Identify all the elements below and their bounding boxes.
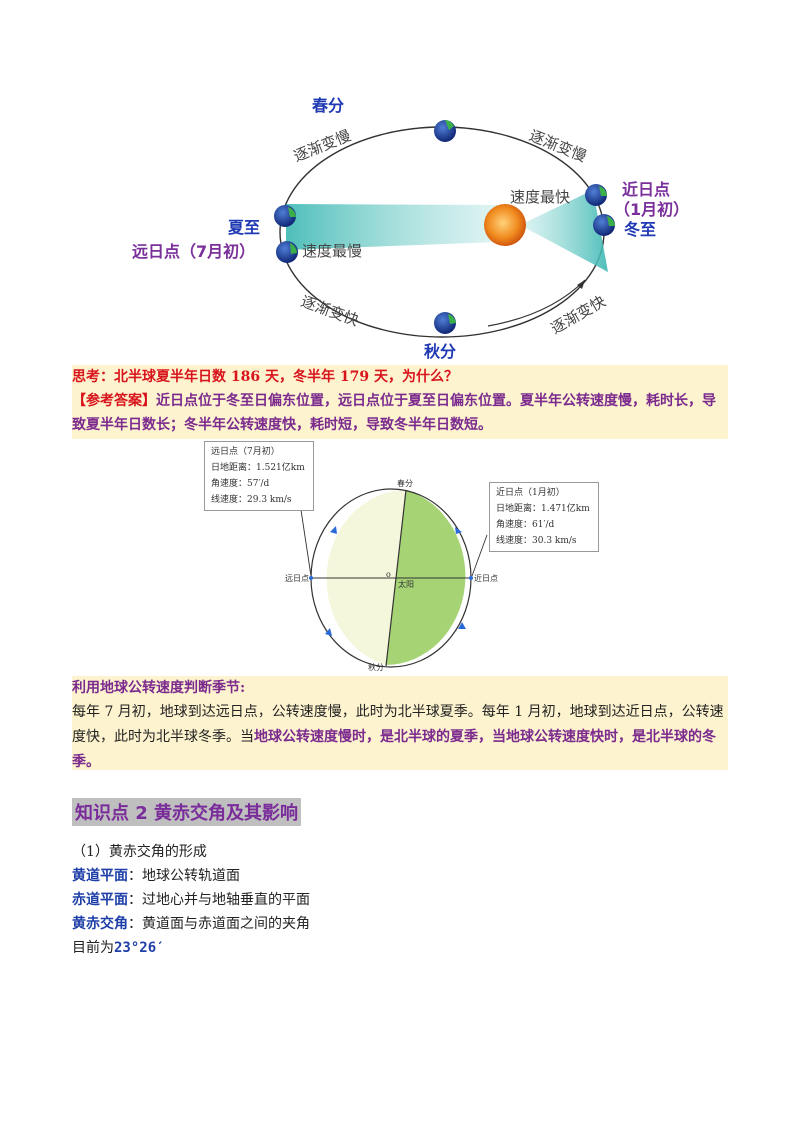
season-box: 利用地球公转速度判断季节: 每年 7 月初，地球到达远日点，公转速度慢，此时为北…	[72, 676, 728, 770]
half-right	[386, 490, 466, 665]
answer-label: 【参考答案】	[72, 393, 156, 409]
label-fastest: 速度最快	[510, 188, 571, 206]
perihelion-distance: 日地距离：1.471亿km	[496, 504, 590, 514]
earth-summer	[274, 205, 296, 227]
label-perihelion-date: （1月初）	[614, 200, 690, 219]
label-slowest: 速度最慢	[302, 242, 363, 260]
aphelion-info: 远日点（7月初） 日地距离：1.521亿km 角速度：57′/d 线速度：29.…	[204, 441, 314, 511]
season-line-1: 每年 7 月初，地球到达远日点，公转速度慢，此时为北半球夏季。每年 1 月初，地…	[72, 704, 724, 720]
current-value: 23°26′	[114, 940, 165, 956]
orbit-diagram: 春分 夏至 远日点（7月初） 近日点 （1月初） 冬至 秋分 速度最快 速度最慢…	[120, 90, 700, 361]
earth-perihelion	[585, 184, 607, 206]
def-obliquity: 黄赤交角：黄道面与赤道面之间的夹角	[72, 914, 310, 934]
earth-winter	[593, 214, 615, 236]
fast-sector	[520, 190, 608, 272]
def-equator-text: ：过地心并与地轴垂直的平面	[128, 892, 310, 908]
label-autumn: 秋分	[424, 342, 457, 361]
current-prefix: 目前为	[72, 940, 114, 956]
orbit-svg	[274, 120, 615, 338]
term-equator: 赤道平面	[72, 892, 128, 908]
term-obliquity: 黄赤交角	[72, 916, 128, 932]
label-spring: 春分	[312, 96, 345, 115]
term-ecliptic: 黄道平面	[72, 868, 128, 884]
current-value-line: 目前为23°26′	[72, 938, 165, 958]
answer-line-2: 致夏半年日数长；冬半年公转速度快，耗时短，导致冬半年日数短。	[72, 417, 492, 433]
perihelion-angular: 角速度：61′/d	[496, 520, 555, 530]
speed-svg	[300, 488, 488, 668]
aphelion-title: 远日点（7月初）	[211, 447, 280, 457]
think-box: 思考：北半球夏半年日数 186 天，冬半年 179 天，为什么？ 【参考答案】近…	[72, 365, 728, 439]
season-line-2-plain: 度快，此时为北半球冬季。当	[72, 729, 254, 745]
def-equator: 赤道平面：过地心并与地轴垂直的平面	[72, 890, 310, 910]
slow-sector	[286, 204, 498, 250]
perihelion-title: 近日点（1月初）	[496, 488, 565, 498]
season-line-2-highlight: 地球公转速度慢时，是北半球的夏季，当地球公转速度快时，是北半球的冬	[254, 729, 716, 745]
label-perihelion: 近日点	[622, 180, 671, 199]
direction-arrow	[487, 279, 586, 327]
earth-autumn	[434, 312, 456, 334]
def-obliquity-text: ：黄道面与赤道面之间的夹角	[128, 916, 310, 932]
aphelion-linear: 线速度：29.3 km/s	[211, 495, 292, 505]
label-sun: 太阳	[398, 580, 414, 589]
season-line-3: 季。	[72, 754, 100, 770]
speed-diagram: 远日点（7月初） 日地距离：1.521亿km 角速度：57′/d 线速度：29.…	[200, 440, 620, 672]
season-title: 利用地球公转速度判断季节:	[72, 680, 246, 696]
label-winter: 冬至	[624, 220, 657, 239]
think-question: 思考：北半球夏半年日数 186 天，冬半年 179 天，为什么？	[72, 369, 458, 385]
label-top: 春分	[397, 479, 413, 488]
aphelion-distance: 日地距离：1.521亿km	[211, 463, 305, 473]
earth-spring	[434, 120, 456, 142]
def-ecliptic-text: ：地球公转轨道面	[128, 868, 240, 884]
label-right: 近日点	[474, 574, 498, 583]
label-bottom: 秋分	[368, 663, 384, 672]
label-center: o	[386, 570, 391, 579]
earth-aphelion	[276, 241, 298, 263]
label-aphelion: 远日点（7月初）	[132, 242, 256, 261]
section-title: 知识点 2 黄赤交角及其影响	[72, 798, 302, 826]
def-ecliptic: 黄道平面：地球公转轨道面	[72, 866, 240, 886]
answer-line-1: 近日点位于冬至日偏东位置，远日点位于夏至日偏东位置。夏半年公转速度慢，耗时长，导	[156, 393, 716, 409]
perihelion-linear: 线速度：30.3 km/s	[496, 536, 577, 546]
section-sub: （1）黄赤交角的形成	[72, 844, 207, 860]
label-left: 远日点	[285, 574, 309, 583]
sun	[484, 204, 526, 246]
aphelion-angular: 角速度：57′/d	[211, 479, 270, 489]
perihelion-info: 近日点（1月初） 日地距离：1.471亿km 角速度：61′/d 线速度：30.…	[489, 482, 599, 552]
half-left	[326, 490, 406, 665]
label-summer: 夏至	[228, 218, 261, 237]
